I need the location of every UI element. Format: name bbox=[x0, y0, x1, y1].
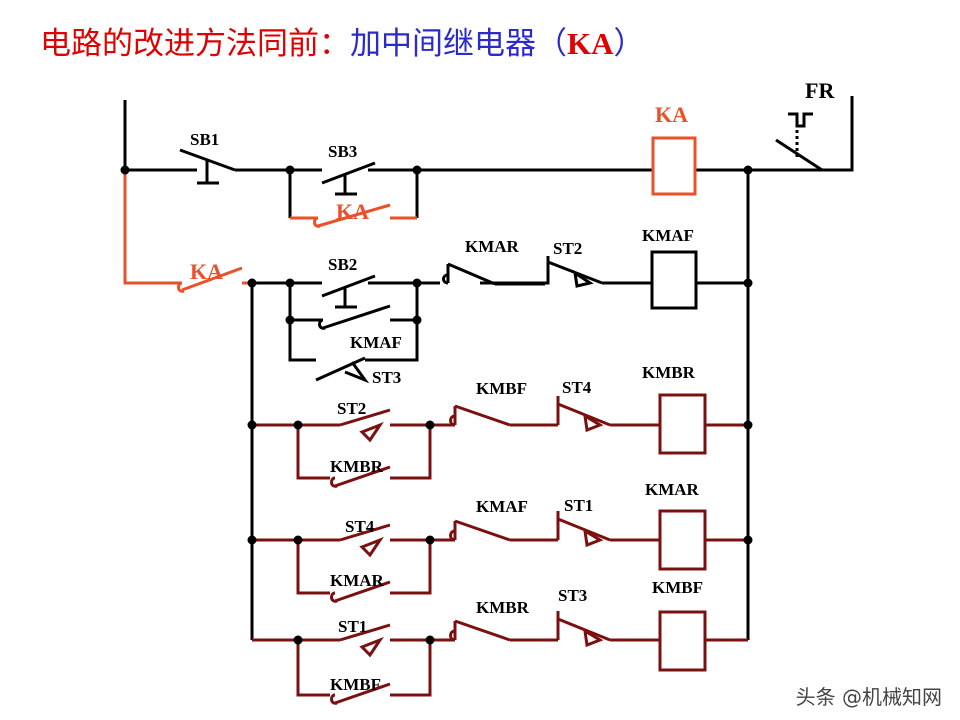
label-kmbf-nc: KMBF bbox=[476, 379, 527, 398]
fr-thermal-contact bbox=[762, 112, 823, 172]
ka-orange-group bbox=[123, 170, 417, 293]
label-kmaf-hold: KMAF bbox=[350, 333, 402, 352]
label-st4-nc: ST4 bbox=[562, 378, 592, 397]
kmaf-coil bbox=[650, 250, 698, 310]
label-sb1: SB1 bbox=[190, 130, 219, 149]
label-sb2: SB2 bbox=[328, 255, 357, 274]
ka-coil bbox=[651, 136, 697, 196]
watermark: 头条 @机械知网 bbox=[795, 685, 942, 709]
label-kmbr-hold: KMBR bbox=[330, 457, 384, 476]
label-kmbf-hold: KMBF bbox=[330, 675, 381, 694]
title-part-4: ） bbox=[613, 26, 645, 62]
label-kmbr-coil: KMBR bbox=[642, 363, 696, 382]
sb1-pushbutton bbox=[179, 148, 236, 185]
label-kmar-coil: KMAR bbox=[645, 480, 700, 499]
label-ka-hold: KA bbox=[336, 199, 369, 224]
kmbr-coil bbox=[658, 393, 707, 455]
sb3-pushbutton bbox=[321, 161, 376, 196]
label-sb3: SB3 bbox=[328, 142, 357, 161]
kmar-nc-contact-1 bbox=[442, 262, 545, 286]
kmaf-hold-contact bbox=[318, 304, 391, 330]
sb2-pushbutton bbox=[321, 274, 376, 309]
st2-nc-limit-1 bbox=[543, 256, 603, 288]
label-kmbr-nc: KMBR bbox=[476, 598, 530, 617]
label-ka-main: KA bbox=[190, 259, 223, 284]
title-part-3: KA bbox=[567, 26, 614, 61]
kmbf-coil bbox=[658, 610, 707, 672]
rung-3-wires bbox=[252, 396, 748, 488]
label-kmar-hold: KMAR bbox=[330, 571, 385, 590]
label-st3-par: ST3 bbox=[372, 368, 401, 387]
title-part-1: 电路的改进方法同前： bbox=[40, 26, 350, 62]
label-kmaf-coil: KMAF bbox=[642, 226, 694, 245]
label-kmar-nc-1: KMAR bbox=[465, 237, 520, 256]
label-ka-coil: KA bbox=[655, 102, 688, 127]
label-st4-par: ST4 bbox=[345, 517, 375, 536]
label-st1-nc: ST1 bbox=[564, 496, 593, 515]
label-st3-nc: ST3 bbox=[558, 586, 587, 605]
label-kmaf-nc: KMAF bbox=[476, 497, 528, 516]
rung-4-wires bbox=[252, 511, 748, 603]
page-title: 电路的改进方法同前：加中间继电器（KA） bbox=[40, 18, 645, 63]
kmar-coil bbox=[658, 509, 707, 571]
label-kmbf-coil: KMBF bbox=[652, 578, 703, 597]
label-st2-par: ST2 bbox=[337, 399, 366, 418]
title-part-2: 加中间继电器（ bbox=[350, 26, 567, 62]
rung-1-wires bbox=[123, 96, 854, 640]
junction-dots bbox=[120, 165, 753, 645]
rung-5-wires bbox=[252, 611, 748, 705]
label-fr: FR bbox=[805, 78, 835, 103]
st3-limit-switch bbox=[315, 356, 370, 384]
label-st1-par: ST1 bbox=[338, 617, 367, 636]
label-st2-nc-1: ST2 bbox=[553, 239, 582, 258]
